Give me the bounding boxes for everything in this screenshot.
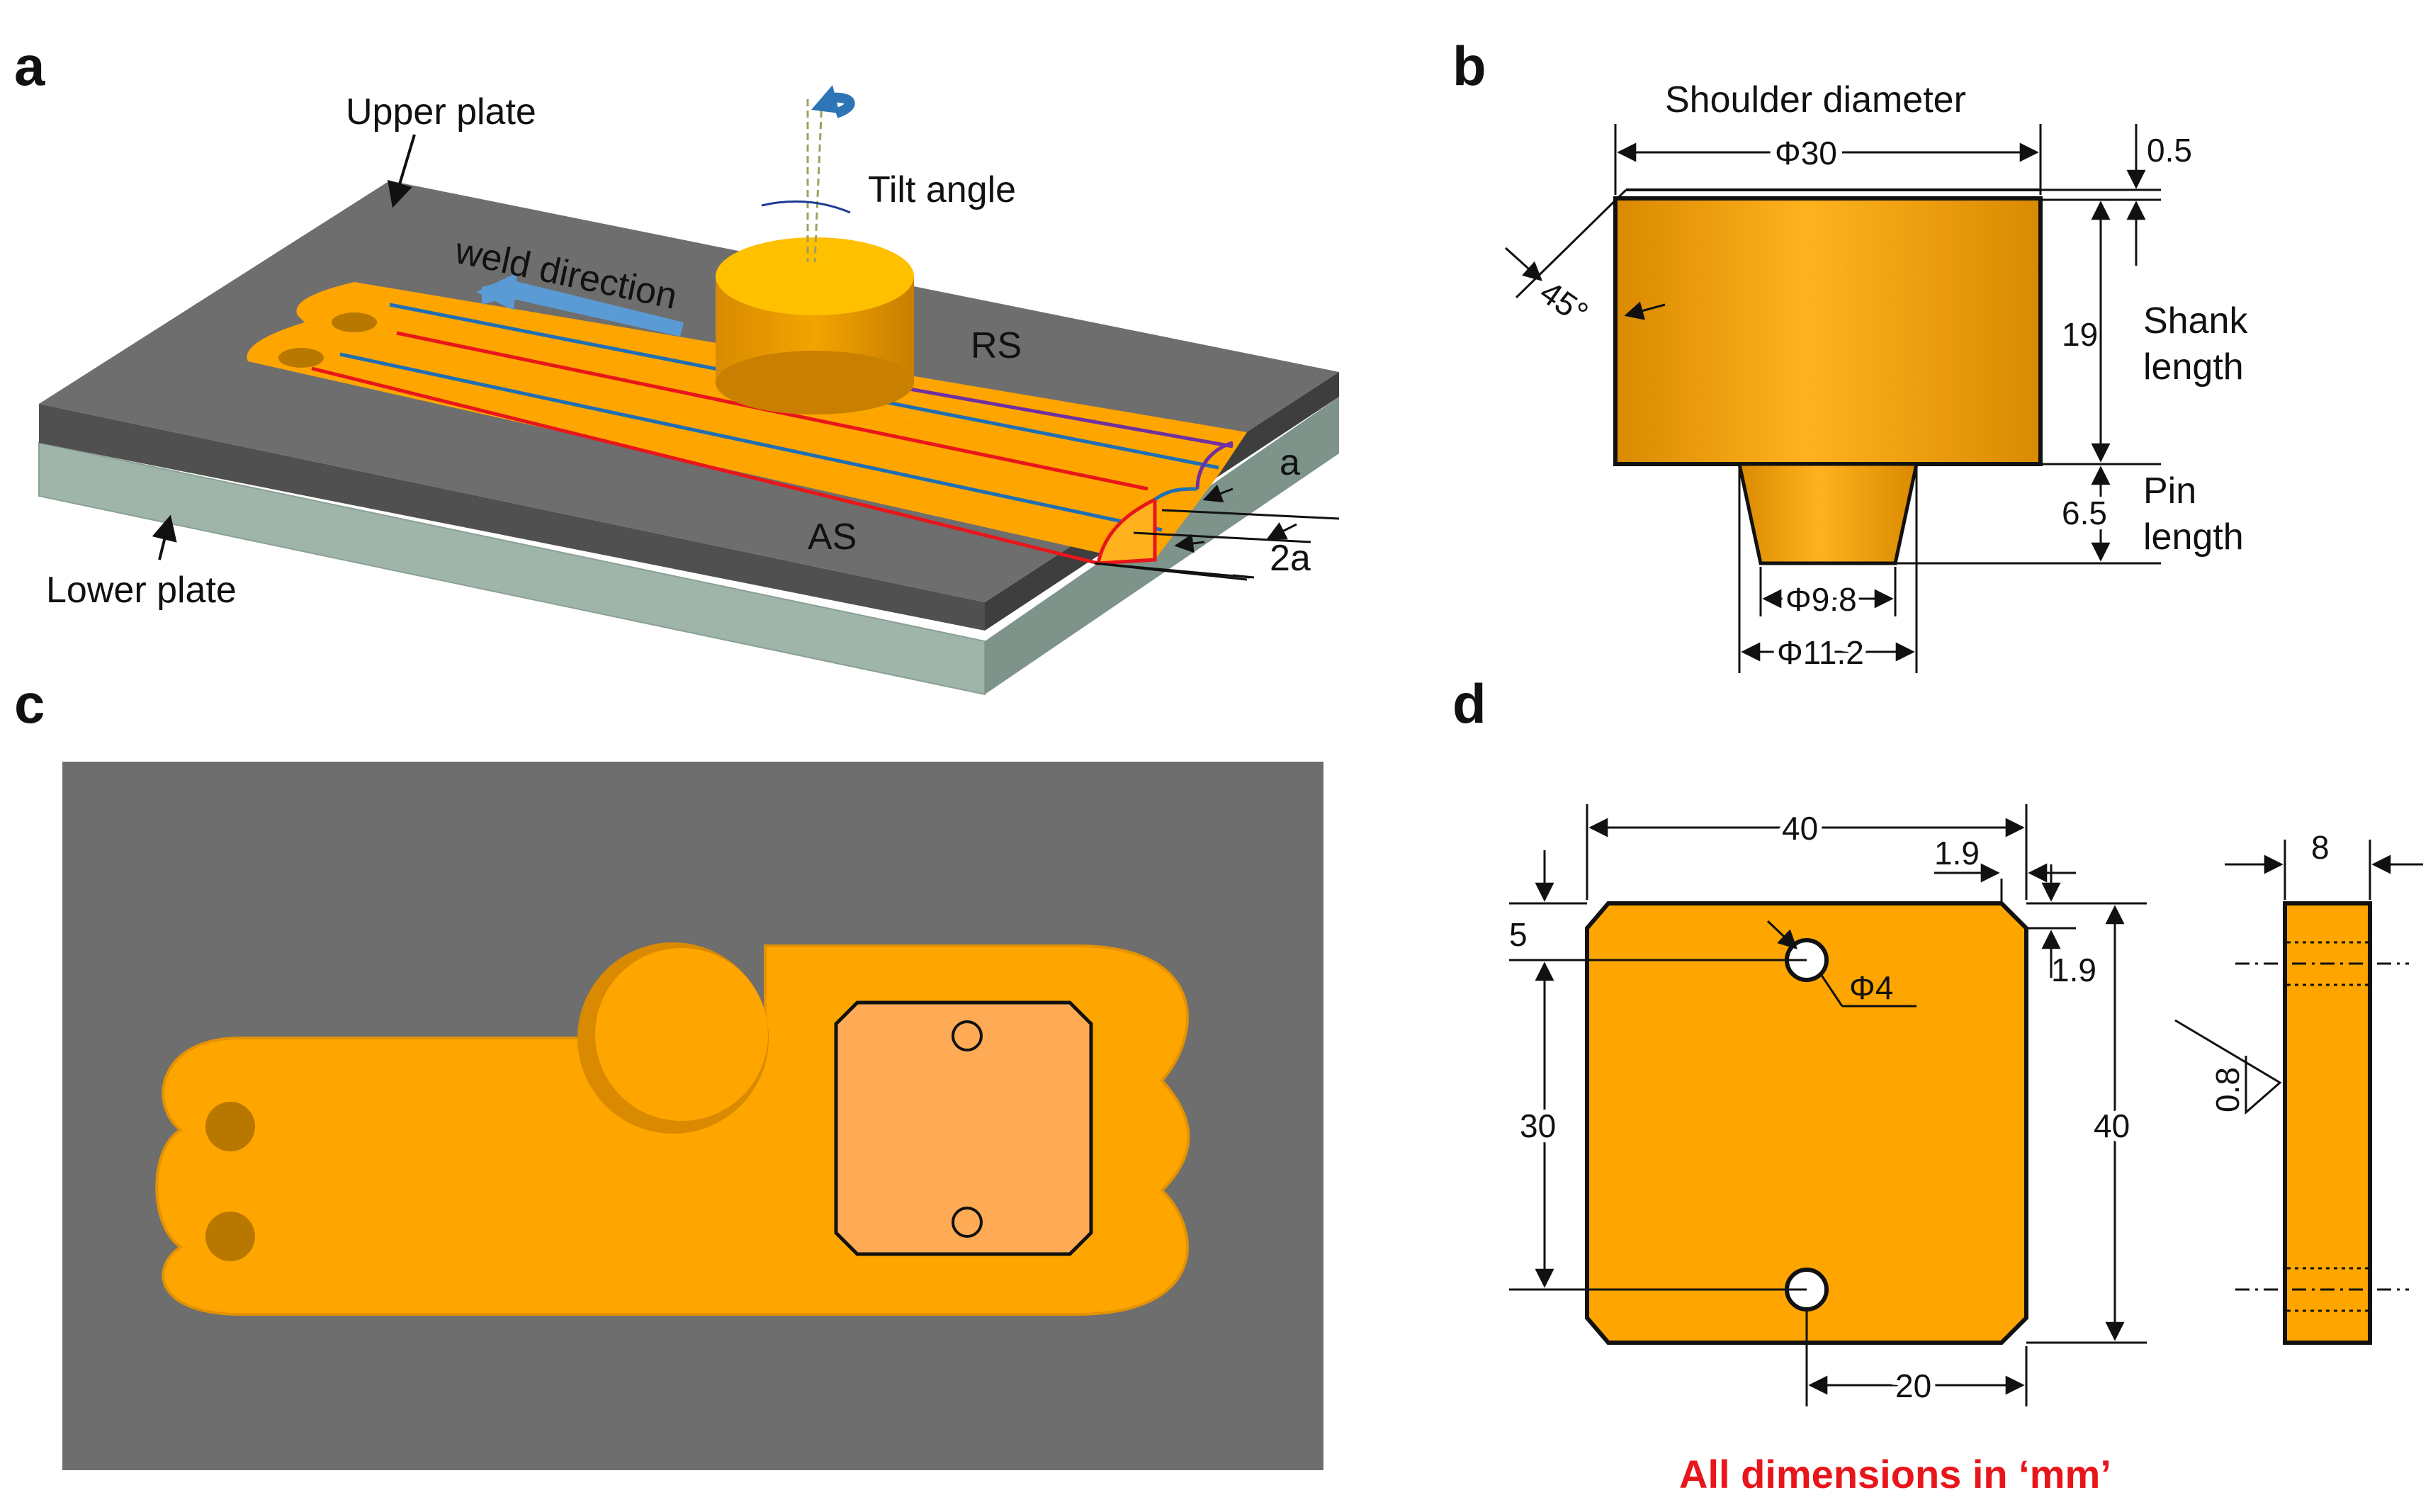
panel-c: c [14,672,1323,1470]
square-hole-top [952,1020,983,1051]
phi4-leader [1819,974,1844,1007]
phi4-label: Φ4 [1849,969,1893,1006]
panel-d-letter: d [1452,672,1486,735]
d30-label: 30 [1520,1107,1556,1144]
d8-label: 8 [2311,829,2330,866]
d19b-label: 1.9 [2051,952,2096,988]
panel-d: d 40 1.9 1.9 5 30 Φ4 [1452,672,2423,1496]
shank-length-label-1: Shank [2143,300,2248,342]
lower-plate-label: Lower plate [46,570,237,611]
panel-b-letter: b [1452,35,1486,97]
chamfer-leader [1515,188,1627,299]
upper-plate-arrow [388,134,416,208]
d40-right-label: 40 [2094,1107,2130,1144]
dim65-label: 6.5 [2062,495,2107,531]
square-hole-bottom [952,1207,983,1238]
upper-plate-label: Upper plate [346,91,536,132]
tilt-angle-label: Tilt angle [868,169,1016,210]
plate-front [1585,901,2028,1345]
rs-label: RS [971,325,1022,366]
panel-b: b Shoulder diameter Φ30 0.5 19 Shank len… [1452,35,2248,676]
phi4-arrow-in [1766,920,1797,949]
pin-length-label-2: length [2143,517,2244,558]
panel-a: a [14,35,1340,696]
shank-length-label-2: length [2143,346,2244,388]
hole-1 [205,1102,255,1151]
as-label: AS [808,517,857,558]
dim05-label: 0.5 [2147,132,2192,169]
dim19-label: 19 [2062,316,2098,353]
plate-side-view [2283,901,2372,1345]
roughness-symbol-icon [2174,1019,2282,1115]
d20-label: 20 [1895,1367,1931,1404]
roughness-label: 0.8 [2209,1067,2246,1112]
angle-45-label: 45° [1533,273,1595,332]
dim-2a-label: 2a [1270,538,1311,579]
rotation-arrow-icon [811,85,855,118]
chamfer-arrow [1504,247,1543,281]
d40-top-label: 40 [1782,810,1818,847]
units-note: All dimensions in ‘mm’ [1679,1452,2111,1496]
square-specimen [834,1000,1093,1256]
d19a-label: 1.9 [1934,835,1980,871]
tool-top [595,948,768,1121]
tool-pin [1737,462,1919,565]
phi112-label: Φ11.2 [1777,634,1864,671]
weld-direction-arrow [476,273,684,337]
pin-length-label-1: Pin [2143,470,2196,512]
phi98-label: Φ9.8 [1785,581,1857,618]
dim-a-label: a [1280,442,1300,483]
a-dimension-lines [1094,484,1340,581]
lower-plate-arrow [152,514,177,560]
shoulder-diameter-label: Shoulder diameter [1665,79,1966,120]
tool-cylinder [716,237,914,414]
panel-c-letter: c [14,672,45,735]
panel-a-letter: a [14,35,45,97]
hole-2 [205,1212,255,1261]
tool-axis [761,98,851,263]
d5-label: 5 [1509,916,1528,953]
angle-arrow [1624,301,1666,320]
phi30-label: Φ30 [1775,135,1837,171]
tool-shoulder [1613,196,2043,466]
